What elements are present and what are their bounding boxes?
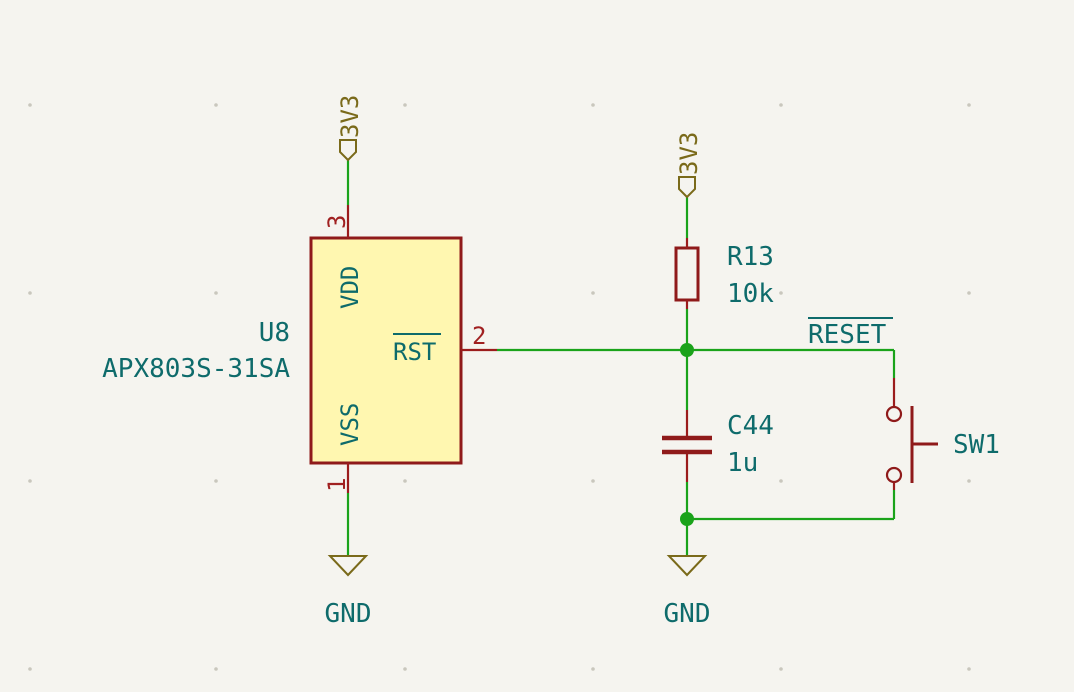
ground-icon [666, 555, 708, 577]
grid-dot [403, 103, 407, 107]
sw1-contact-bottom [885, 466, 903, 484]
grid-dot [214, 667, 218, 671]
grid-dot [779, 103, 783, 107]
grid-dot [214, 479, 218, 483]
junction-dot-icon[interactable] [680, 512, 694, 526]
u8-pin-number-vss: 1 [323, 478, 351, 492]
ground-icon [327, 555, 369, 577]
power-flag-3v3-u8[interactable]: 3V3 [336, 95, 364, 162]
grid-dot [967, 291, 971, 295]
r13-reference: R13 [727, 242, 774, 272]
junction-dot-icon[interactable] [680, 343, 694, 357]
u8-pin-name-rst: RST [393, 338, 436, 366]
grid-dot [403, 667, 407, 671]
wires [346, 160, 896, 556]
grid-dot [591, 103, 595, 107]
net-label-reset[interactable]: RESET [808, 317, 893, 350]
u8-pin-name-vss: VSS [336, 403, 364, 446]
grid-dot [28, 103, 32, 107]
component-u8[interactable]: VDD VSS RST 3 1 2 U8 APX803S-31SA [102, 205, 497, 493]
net-label-reset-text: RESET [808, 320, 887, 350]
grid-dot [591, 291, 595, 295]
grid-dot [779, 667, 783, 671]
grid-dot [967, 667, 971, 671]
power-flag-3v3-icon [339, 139, 357, 162]
grid-dot [591, 479, 595, 483]
c44-reference: C44 [727, 411, 774, 441]
sw1-reference: SW1 [953, 430, 1000, 460]
power-flag-3v3-icon [678, 176, 696, 199]
r13-value: 10k [727, 279, 774, 309]
grid-dot [214, 103, 218, 107]
power-flag-3v3-r13[interactable]: 3V3 [675, 132, 703, 199]
u8-pin-number-rst: 2 [472, 322, 486, 350]
grid-dot [779, 479, 783, 483]
grid-dot [403, 479, 407, 483]
u8-ground-label: GND [325, 599, 372, 629]
grid-dot [779, 291, 783, 295]
grid-dot [214, 291, 218, 295]
component-sw1[interactable]: SW1 [885, 378, 1000, 490]
grid-dot [967, 103, 971, 107]
sw1-contact-top [885, 405, 903, 423]
component-r13[interactable]: R13 10k [674, 238, 774, 309]
grid-dot [28, 667, 32, 671]
pushbutton-icon[interactable] [885, 378, 938, 490]
grid-dot [28, 479, 32, 483]
u8-pin-name-vdd: VDD [336, 266, 364, 309]
c44-value: 1u [727, 448, 758, 478]
component-c44[interactable]: C44 1u [662, 410, 774, 482]
grid-dot [967, 479, 971, 483]
u8-supply-label: 3V3 [336, 95, 364, 138]
grid-dot [591, 667, 595, 671]
u8-value: APX803S-31SA [102, 354, 290, 384]
c44-ground-label: GND [664, 599, 711, 629]
r13-supply-label: 3V3 [675, 132, 703, 175]
ground-c44[interactable]: GND [664, 555, 711, 629]
u8-pin-number-vdd: 3 [323, 215, 351, 229]
u8-reference: U8 [259, 318, 290, 348]
ground-u8[interactable]: GND [325, 555, 372, 629]
u8-body[interactable] [309, 236, 463, 465]
grid-dot [28, 291, 32, 295]
